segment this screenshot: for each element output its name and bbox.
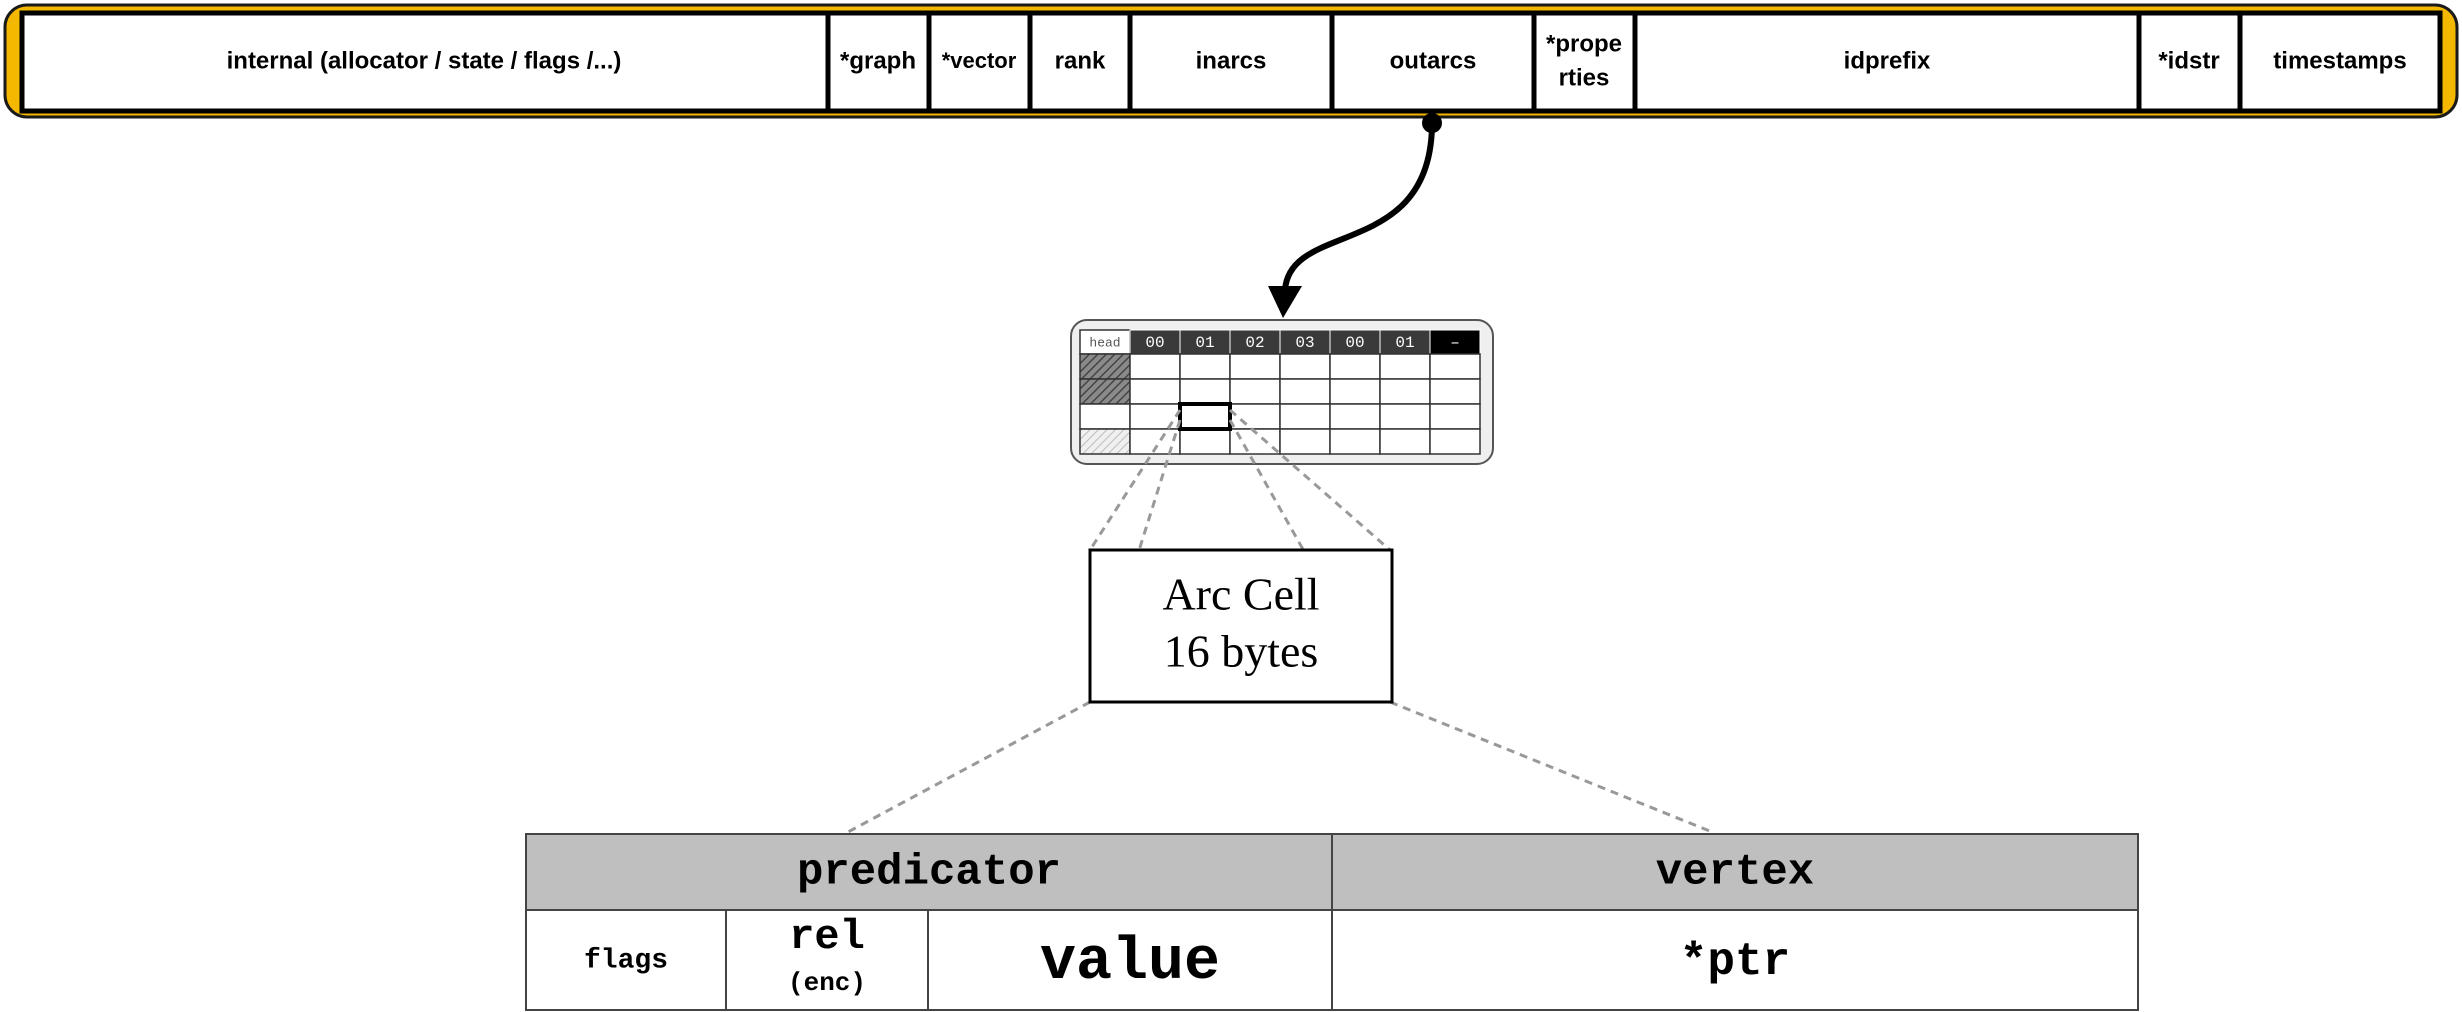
- arc-table-cell: [1229, 403, 1281, 430]
- arc-table-cell: [1329, 378, 1381, 405]
- arc-cell-size: 16 bytes: [1164, 626, 1319, 677]
- flags-label: flags: [584, 945, 668, 976]
- field-vector: *vector: [942, 48, 1017, 73]
- arc-table-cell: [1279, 378, 1331, 405]
- arc-table-cell: [1329, 403, 1381, 430]
- arc-column-header-cell: [1429, 329, 1481, 355]
- arc-column-header-label: 00: [1145, 334, 1164, 352]
- arc-table-cell: [1379, 403, 1431, 430]
- arc-table-cell: [1429, 403, 1481, 430]
- arc-table-cell: [1429, 378, 1481, 405]
- field-rank: rank: [1055, 47, 1106, 74]
- arc-table-cell: [1179, 378, 1231, 405]
- arc-table-cell: [1279, 353, 1331, 380]
- arc-table-cell: [1179, 428, 1231, 455]
- arc-table-cell: [1129, 378, 1181, 405]
- arc-table-cell: [1379, 428, 1431, 455]
- vertex-label: vertex: [1656, 848, 1814, 898]
- arc-column-header-cell: [1229, 329, 1281, 355]
- arc-table-cell: [1429, 353, 1481, 380]
- field-inarcs: inarcs: [1196, 47, 1267, 74]
- arc-table: head 00 01 02 03 00 01 –: [1070, 319, 1494, 465]
- arc-column-header-cell: [1179, 329, 1231, 355]
- arc-column-header-cell: [1279, 329, 1331, 355]
- arc-table-cell: [1279, 403, 1331, 430]
- field-timestamps: timestamps: [2273, 47, 2406, 74]
- arc-column-header-label: 01: [1195, 334, 1214, 352]
- field-idstr: *idstr: [2158, 47, 2219, 74]
- arc-table-cell: [1279, 428, 1331, 455]
- arc-table-cell: [1129, 403, 1181, 430]
- arc-table-cell: [1429, 428, 1481, 455]
- arc-table-cell: [1329, 428, 1381, 455]
- rel-label: rel: [789, 913, 865, 961]
- vertex-header-record: internal (allocator / state / flags /...…: [3, 3, 2459, 119]
- predicator-label: predicator: [797, 848, 1061, 898]
- arc-cell-box: Arc Cell 16 bytes: [1088, 548, 1394, 704]
- arc-table-cell: [1229, 353, 1281, 380]
- arc-table-cell: [1329, 353, 1381, 380]
- arc-table-column-headers: 00 01 02 03 00 01 –: [1129, 329, 1481, 355]
- outarcs-pointer-arrow: [1268, 113, 1442, 318]
- arc-table-head-label: head: [1089, 335, 1120, 350]
- arc-column-header-label: –: [1450, 334, 1460, 352]
- highlighted-arc-cell: [1178, 402, 1232, 431]
- arc-cell-title: Arc Cell: [1162, 569, 1319, 620]
- arc-table-cell: [1129, 353, 1181, 380]
- arc-column-header-label: 01: [1395, 334, 1414, 352]
- enc-label: (enc): [788, 968, 866, 998]
- field-graph: *graph: [840, 47, 916, 74]
- field-internal: internal (allocator / state / flags /...…: [227, 47, 622, 74]
- arc-column-header-label: 03: [1295, 334, 1314, 352]
- arc-table-cell: [1179, 353, 1231, 380]
- arc-column-header-label: 00: [1345, 334, 1364, 352]
- ptr-label: *ptr: [1680, 936, 1790, 988]
- field-idprefix: idprefix: [1844, 47, 1931, 74]
- arc-table-cell: [1379, 353, 1431, 380]
- arc-table-cell: [1229, 378, 1281, 405]
- arc-column-header-label: 02: [1245, 334, 1264, 352]
- arc-table-cell: [1379, 378, 1431, 405]
- field-properties-line1: *prope: [1546, 30, 1622, 57]
- field-properties-line2: rties: [1559, 64, 1610, 91]
- field-outarcs: outarcs: [1390, 47, 1477, 74]
- arc-cell-layout-table: predicator vertex flags rel (enc) value …: [525, 833, 2139, 1011]
- value-label: value: [1040, 929, 1220, 997]
